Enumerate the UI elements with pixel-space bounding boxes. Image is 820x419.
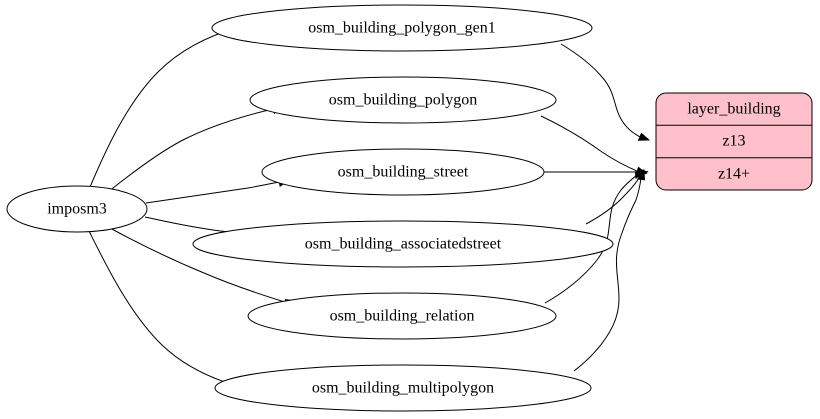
edge-osm-building-polygon-gen1-to-layer-building-z13: [560, 43, 651, 141]
node-osm-building-multipolygon[interactable]: osm_building_multipolygon: [214, 364, 592, 412]
edge-line: [544, 174, 638, 304]
node-osm-building-relation[interactable]: osm_building_relation: [247, 292, 557, 340]
node-label-osm-building-associatedstreet: osm_building_associatedstreet: [305, 236, 502, 253]
edge-imposm3-to-osm-building-street: [145, 177, 289, 204]
node-shape-ellipse: [192, 220, 614, 268]
node-osm-building-associatedstreet[interactable]: osm_building_associatedstreet: [192, 220, 614, 268]
edge-line: [560, 43, 641, 138]
node-osm-building-street[interactable]: osm_building_street: [261, 148, 545, 196]
node-label-osm-building-polygon: osm_building_polygon: [329, 92, 477, 109]
node-osm-building-polygon[interactable]: osm_building_polygon: [249, 76, 557, 124]
node-shape-ellipse: [247, 292, 557, 340]
record-row-layer-building-title: layer_building: [687, 101, 780, 118]
edge-group-tables-to-layer-building: [540, 43, 651, 372]
edge-line: [88, 230, 245, 389]
node-layer-building-record[interactable]: layer_building z13 z14+: [655, 92, 813, 191]
edge-imposm3-to-osm-building-polygon-gen1: [89, 22, 250, 188]
edge-line: [540, 115, 638, 172]
record-row-z14plus: z14+: [718, 166, 750, 183]
edge-line: [573, 177, 642, 372]
edge-imposm3-to-osm-building-polygon: [107, 104, 283, 193]
edge-line: [145, 181, 280, 204]
edge-osm-building-polygon-to-layer-building-z14plus: [540, 115, 648, 175]
record-row-z13: z13: [722, 133, 745, 150]
edge-line: [107, 108, 274, 193]
node-label-osm-building-street: osm_building_street: [338, 164, 469, 181]
edge-line: [89, 26, 241, 188]
edge-line: [585, 174, 642, 225]
edge-line: [109, 227, 289, 304]
edge-osm-building-multipolygon-to-layer-building-z14plus: [573, 168, 646, 372]
node-shape-ellipse: [211, 4, 593, 52]
record-background: [655, 92, 813, 191]
node-shape-ellipse: [249, 76, 557, 124]
node-label-imposm3: imposm3: [47, 201, 107, 218]
node-shape-ellipse: [214, 364, 592, 412]
node-osm-building-polygon-gen1[interactable]: osm_building_polygon_gen1: [211, 4, 593, 52]
node-shape-ellipse: [6, 185, 148, 233]
node-label-osm-building-multipolygon: osm_building_multipolygon: [312, 380, 494, 397]
node-label-osm-building-polygon-gen1: osm_building_polygon_gen1: [308, 20, 496, 37]
edge-osm-building-street-to-layer-building-z14plus: [544, 167, 649, 177]
node-label-osm-building-relation: osm_building_relation: [330, 308, 475, 325]
node-shape-ellipse: [261, 148, 545, 196]
node-imposm3[interactable]: imposm3: [6, 185, 148, 233]
arrowhead-icon: [637, 132, 651, 141]
arrowhead-icon: [637, 168, 646, 181]
